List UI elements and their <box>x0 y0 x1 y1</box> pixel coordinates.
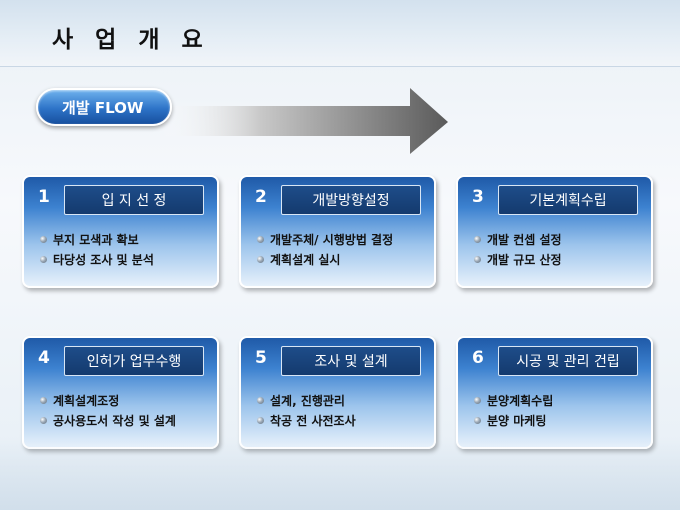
step-number: 5 <box>255 348 267 368</box>
step-item: 타당성 조사 및 분석 <box>40 249 154 269</box>
bullet-icon <box>257 416 264 424</box>
step-number: 6 <box>472 348 484 368</box>
step-item: 분양계획수립 <box>474 390 553 410</box>
step-card-2: 2 개발방향설정 개발주체/ 시행방법 결정 계획설계 실시 <box>239 175 436 288</box>
bullet-icon <box>257 235 264 243</box>
bullet-icon <box>40 416 47 424</box>
step-title: 인허가 업무수행 <box>64 346 204 376</box>
bullet-icon <box>40 235 47 243</box>
bullet-icon <box>474 235 481 243</box>
flow-label-pill: 개발 FLOW <box>36 88 172 126</box>
bullet-icon <box>474 396 481 404</box>
flow-arrow-icon <box>160 88 448 154</box>
step-title: 개발방향설정 <box>281 185 421 215</box>
page-title: 사 업 개 요 <box>52 27 210 53</box>
step-number: 3 <box>472 187 484 207</box>
step-card-4: 4 인허가 업무수행 계획설계조정 공사용도서 작성 및 설계 <box>22 336 219 449</box>
header-band: 사 업 개 요 <box>0 0 680 67</box>
step-item: 개발 규모 산정 <box>474 249 562 269</box>
step-number: 1 <box>38 187 50 207</box>
bullet-icon <box>257 396 264 404</box>
step-title: 입 지 선 정 <box>64 185 204 215</box>
step-title: 기본계획수립 <box>498 185 638 215</box>
background-skyline <box>0 440 680 510</box>
bullet-icon <box>40 255 47 263</box>
step-item: 개발주체/ 시행방법 결정 <box>257 229 393 249</box>
step-number: 4 <box>38 348 50 368</box>
step-card-1: 1 입 지 선 정 부지 모색과 확보 타당성 조사 및 분석 <box>22 175 219 288</box>
step-item: 분양 마케팅 <box>474 410 553 430</box>
step-item: 설계, 진행관리 <box>257 390 356 410</box>
step-item: 착공 전 사전조사 <box>257 410 356 430</box>
step-number: 2 <box>255 187 267 207</box>
step-item: 개발 컨셉 설정 <box>474 229 562 249</box>
bullet-icon <box>257 255 264 263</box>
step-title: 시공 및 관리 건립 <box>498 346 638 376</box>
step-item: 계획설계조정 <box>40 390 176 410</box>
bullet-icon <box>474 255 481 263</box>
step-title: 조사 및 설계 <box>281 346 421 376</box>
bullet-icon <box>40 396 47 404</box>
step-card-5: 5 조사 및 설계 설계, 진행관리 착공 전 사전조사 <box>239 336 436 449</box>
bullet-icon <box>474 416 481 424</box>
step-card-6: 6 시공 및 관리 건립 분양계획수립 분양 마케팅 <box>456 336 653 449</box>
step-item: 부지 모색과 확보 <box>40 229 154 249</box>
step-item: 계획설계 실시 <box>257 249 393 269</box>
step-card-3: 3 기본계획수립 개발 컨셉 설정 개발 규모 산정 <box>456 175 653 288</box>
step-item: 공사용도서 작성 및 설계 <box>40 410 176 430</box>
